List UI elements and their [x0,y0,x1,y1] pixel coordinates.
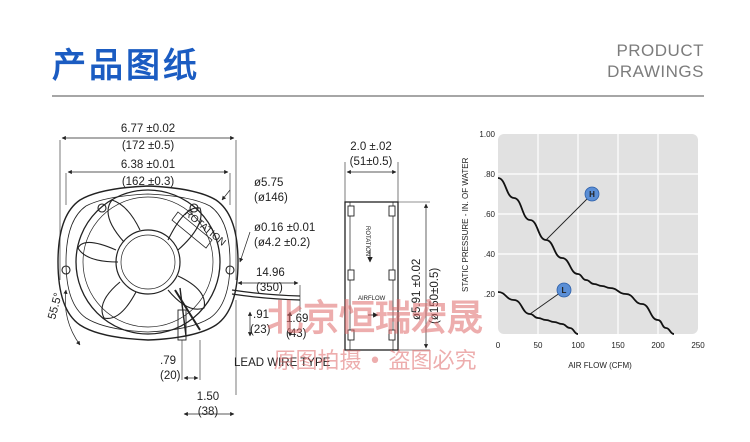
lead-length: 14.96 [256,267,285,279]
side-height: ø5.91 ±0.02 [411,259,423,320]
series-marker-H [584,186,600,202]
page-subtitle: PRODUCT DRAWINGS [607,40,704,82]
series-leader-H [545,193,593,241]
series-line-H [497,177,675,335]
subtitle-line-1: PRODUCT [616,41,704,60]
rotation-label-side: ROTATION [364,226,370,256]
airflow-label: AIRFLOW [358,296,386,302]
dim-150-mm: (38) [198,406,219,418]
angle-label: 55.5° [46,292,65,321]
page-title: 产品图纸 [52,46,200,86]
lead-length-mm: (350) [256,282,283,294]
plot-area [498,134,698,334]
hole-diameter-mm: (ø4.2 ±0.2) [254,237,310,249]
dim-091-mm: (23) [250,324,271,336]
watermark-notice: 原图拍摄 • 盗图必究 [274,349,477,374]
y-tick-label: .40 [484,250,496,259]
rotation-label-front: ROTATION [182,208,228,249]
watermark-company: 北京恒瑞宏晟 [267,297,483,339]
outer-diameter: ø5.75 [254,177,283,189]
outer-diameter-mm: (ø146) [254,192,288,204]
x-tick-label: 0 [496,341,501,350]
y-tick-label: 1.00 [479,130,495,139]
x-tick-label: 100 [571,341,585,350]
series-line-L [497,291,579,335]
series-label-H: H [589,190,595,199]
hole-spacing-mm: (162 ±0.3) [122,176,175,188]
y-tick-label: .20 [484,290,496,299]
hole-diameter: ø0.16 ±0.01 [254,222,315,234]
dim-169: 1.69 [286,313,308,325]
dim-079-mm: (20) [160,370,181,382]
dim-079: .79 [160,355,176,367]
x-tick-label: 250 [691,341,705,350]
overall-width-mm: (172 ±0.5) [122,140,175,152]
y-tick-label: .60 [484,210,496,219]
lead-wire-type: LEAD WIRE TYPE [234,357,331,369]
x-tick-label: 150 [611,341,625,350]
side-thickness: 2.0 ±.02 [350,141,391,153]
front-dimension-lines [61,135,299,417]
dim-150: 1.50 [197,391,219,403]
subtitle-line-2: DRAWINGS [607,62,704,81]
side-height-mm: (ø150±0.5) [429,268,441,324]
series-lines: HL [497,177,675,335]
series-label-L: L [562,286,567,295]
fan-front-view [57,140,301,395]
dim-091: .91 [253,309,269,321]
side-dimension-lines [346,169,429,349]
gridlines [498,134,698,334]
series-marker-L [556,282,572,298]
x-axis-label: AIR FLOW (CFM) [568,361,632,370]
y-tick-label: .80 [484,170,496,179]
x-tick-label: 200 [651,341,665,350]
header-divider [52,95,704,97]
y-tick-labels: .20 .40 .60 .80 1.00 [479,130,495,299]
hole-spacing: 6.38 ±0.01 [121,159,175,171]
x-tick-label: 50 [534,341,543,350]
x-tick-labels: 0 50 100 150 200 250 [496,341,705,350]
fan-side-view [344,162,430,351]
overall-width: 6.77 ±0.02 [121,123,175,135]
y-axis-label: STATIC PRESSURE - IN. OF WATER [461,157,470,292]
dim-169-mm: (43) [286,328,307,340]
side-thickness-mm: (51±0.5) [350,156,393,168]
